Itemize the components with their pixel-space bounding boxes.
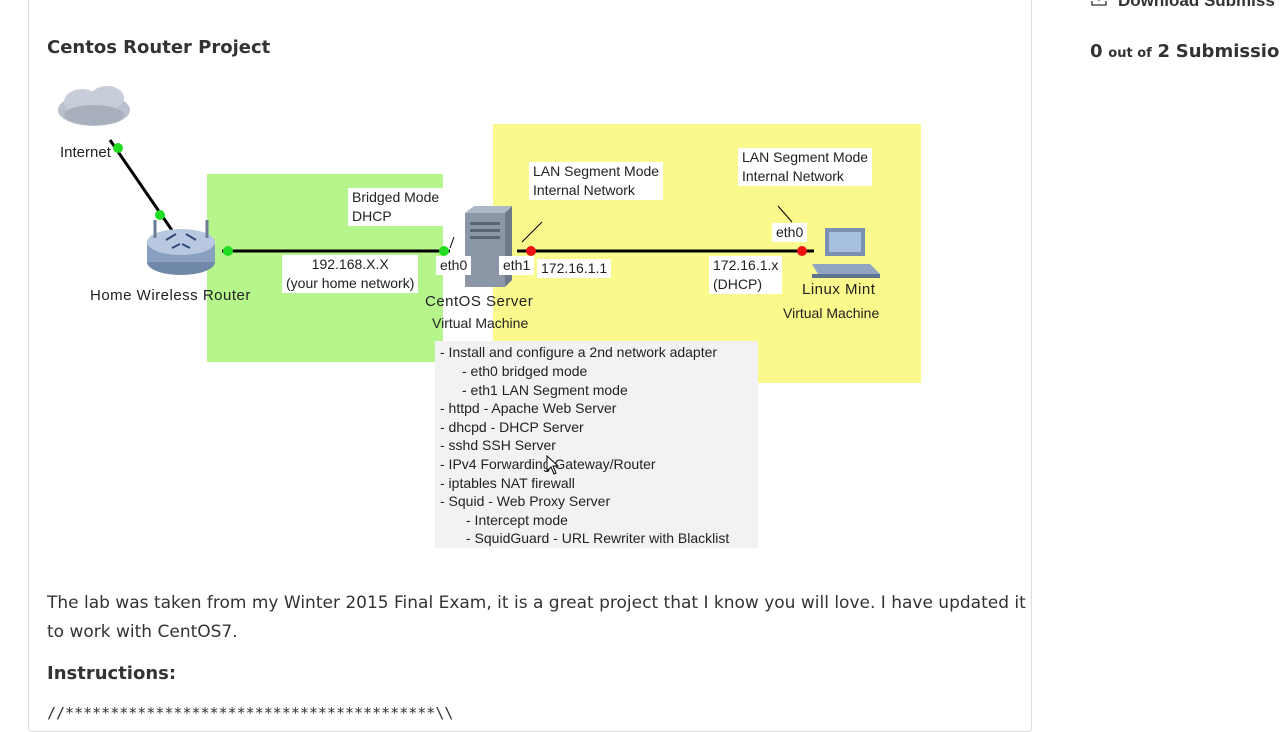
- task-item: - sshd SSH Server: [440, 437, 556, 453]
- submissions-done: 0: [1090, 41, 1103, 62]
- task-item: - SquidGuard - URL Rewriter with Blackli…: [466, 530, 729, 546]
- task-item: - Squid - Web Proxy Server: [440, 493, 610, 509]
- task-item: - httpd - Apache Web Server: [440, 400, 616, 416]
- server-ip-label: 172.16.1.1: [537, 259, 611, 278]
- wireless-router-icon: [147, 220, 215, 275]
- lan-segment-label-2: LAN Segment Mode Internal Network: [738, 148, 872, 186]
- internet-label: Internet: [60, 144, 111, 162]
- mouse-cursor-icon: [546, 455, 560, 475]
- task-item: - eth1 LAN Segment mode: [462, 382, 628, 398]
- download-label: Download Submiss: [1118, 0, 1275, 11]
- task-item: - Intercept mode: [466, 512, 568, 528]
- download-submissions-link[interactable]: Download Submiss: [1090, 0, 1275, 12]
- router-eth-dot: [223, 246, 233, 256]
- submissions-count: 0 out of 2 Submissions C: [1090, 41, 1280, 62]
- instructions-heading: Instructions:: [47, 663, 176, 684]
- home-ip-label: 192.168.X.X (your home network): [282, 255, 418, 293]
- server-eth1-dot: [526, 246, 536, 256]
- server-name-label: CentOS Server: [425, 293, 533, 310]
- task-item: - dhcpd - DHCP Server: [440, 419, 584, 435]
- client-name-label: Linux Mint: [802, 281, 875, 298]
- client-eth0-dot: [797, 246, 807, 256]
- router-uplink-dot: [155, 210, 165, 220]
- lan2-pointer: [778, 206, 792, 222]
- server-eth1-label: eth1: [499, 256, 534, 275]
- task-item: - eth0 bridged mode: [462, 363, 587, 379]
- submissions-total: 2: [1158, 41, 1171, 62]
- server-eth0-label: eth0: [436, 256, 471, 275]
- task-item: - iptables NAT firewall: [440, 475, 575, 491]
- code-comment-line: //**************************************…: [47, 704, 453, 722]
- download-icon: [1090, 0, 1108, 12]
- client-ip-label: 172.16.1.x (DHCP): [709, 256, 782, 294]
- submissions-out-of: out of: [1108, 46, 1152, 61]
- internet-link: [110, 140, 180, 242]
- submissions-label: Submissions C: [1176, 41, 1280, 62]
- server-eth0-dot: [439, 246, 449, 256]
- client-vm-label: Virtual Machine: [783, 304, 879, 322]
- bridged-pointer: [450, 237, 454, 248]
- lan1-pointer: [522, 222, 542, 242]
- project-title: Centos Router Project: [47, 37, 270, 58]
- lan-segment-label-1: LAN Segment Mode Internal Network: [529, 162, 663, 200]
- cloud-icon: [58, 86, 130, 126]
- project-description: The lab was taken from my Winter 2015 Fi…: [47, 589, 1027, 647]
- network-diagram: Internet Home Wireless Router Bridged Mo…: [52, 82, 932, 557]
- client-eth0-label: eth0: [772, 223, 807, 242]
- router-label: Home Wireless Router: [90, 287, 251, 304]
- task-item: - Install and configure a 2nd network ad…: [440, 344, 717, 360]
- bridged-mode-label: Bridged Mode DHCP: [348, 188, 443, 226]
- workstation-icon: [812, 228, 880, 278]
- internet-link-dot: [113, 143, 123, 153]
- server-vm-label: Virtual Machine: [432, 314, 528, 332]
